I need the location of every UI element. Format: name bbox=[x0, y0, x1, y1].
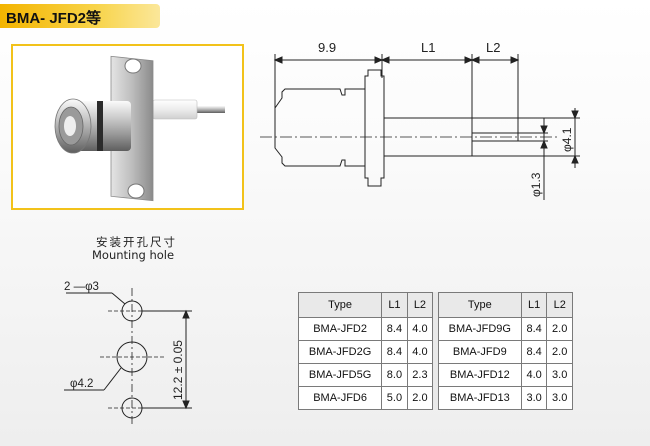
table-row: BMA-JFD2 8.4 4.0 BMA-JFD9G 8.4 2.0 bbox=[297, 317, 573, 341]
dim-phi-4-1-label: φ4.1 bbox=[560, 127, 574, 152]
l2-cell: 2.3 bbox=[406, 363, 434, 387]
header-l2-2: L2 bbox=[546, 292, 573, 318]
l1-cell: 8.4 bbox=[381, 340, 408, 364]
l1-cell: 8.4 bbox=[520, 317, 548, 341]
product-photo-frame bbox=[11, 44, 244, 210]
dim-phi-1-3-label: φ1.3 bbox=[529, 172, 543, 197]
page-title: BMA- JFD2等 bbox=[6, 10, 102, 27]
o-ring-shape bbox=[97, 101, 103, 151]
l1-cell: 5.0 bbox=[381, 386, 408, 410]
l1-cell: 8.4 bbox=[381, 317, 408, 341]
header-type-2: Type bbox=[437, 292, 522, 318]
dim-l1-label: L1 bbox=[421, 40, 435, 55]
header-l1-2: L1 bbox=[520, 292, 548, 318]
mounting-title-en: Mounting hole bbox=[92, 248, 174, 262]
type-cell: BMA-JFD13 bbox=[437, 386, 522, 410]
l1-cell: 8.0 bbox=[381, 363, 408, 387]
header-l1-1: L1 bbox=[381, 292, 408, 318]
table-row: BMA-JFD6 5.0 2.0 BMA-JFD13 3.0 3.0 bbox=[297, 386, 573, 410]
l2-cell: 4.0 bbox=[406, 317, 434, 341]
l2-cell: 2.0 bbox=[406, 386, 434, 410]
type-cell: BMA-JFD2G bbox=[297, 340, 383, 364]
type-cell: BMA-JFD12 bbox=[437, 363, 522, 387]
spacing-label: 12.2 ± 0.05 bbox=[171, 340, 185, 400]
dim-9-9-label: 9.9 bbox=[318, 40, 336, 55]
connector-photo bbox=[54, 55, 225, 202]
table-row: BMA-JFD5G 8.0 2.3 BMA-JFD12 4.0 3.0 bbox=[297, 363, 573, 387]
l1-cell: 8.4 bbox=[520, 340, 548, 364]
header-l2-1: L2 bbox=[406, 292, 434, 318]
type-cell: BMA-JFD9G bbox=[437, 317, 522, 341]
holes-label: 2 —φ3 bbox=[64, 281, 99, 293]
type-cell: BMA-JFD2 bbox=[297, 317, 383, 341]
flange-outline bbox=[364, 69, 385, 187]
pin-shape bbox=[193, 106, 225, 113]
type-cell: BMA-JFD5G bbox=[297, 363, 383, 387]
title-bar: BMA- JFD2等 bbox=[0, 4, 160, 28]
table-row: BMA-JFD2G 8.4 4.0 BMA-JFD9 8.4 2.0 bbox=[297, 340, 573, 364]
l1-cell: 3.0 bbox=[520, 386, 548, 410]
dim-l2-label: L2 bbox=[486, 40, 500, 55]
l1-cell: 4.0 bbox=[520, 363, 548, 387]
l2-cell: 3.0 bbox=[546, 363, 573, 387]
mounting-title-cn: 安装开孔尺寸 bbox=[96, 235, 177, 249]
body-outline bbox=[274, 88, 366, 167]
center-hole-label: φ4.2 bbox=[70, 378, 93, 390]
spec-table: Type L1 L2 Type L1 L2 BMA-JFD2 8.4 4.0 B… bbox=[297, 292, 573, 410]
type-cell: BMA-JFD9 bbox=[437, 340, 522, 364]
type-cell: BMA-JFD6 bbox=[297, 386, 383, 410]
l2-cell: 2.0 bbox=[546, 340, 573, 364]
l2-cell: 4.0 bbox=[406, 340, 434, 364]
l2-cell: 2.0 bbox=[546, 317, 573, 341]
table-header-row: Type L1 L2 Type L1 L2 bbox=[297, 292, 573, 318]
l2-cell: 3.0 bbox=[546, 386, 573, 410]
header-type-1: Type bbox=[297, 292, 383, 318]
